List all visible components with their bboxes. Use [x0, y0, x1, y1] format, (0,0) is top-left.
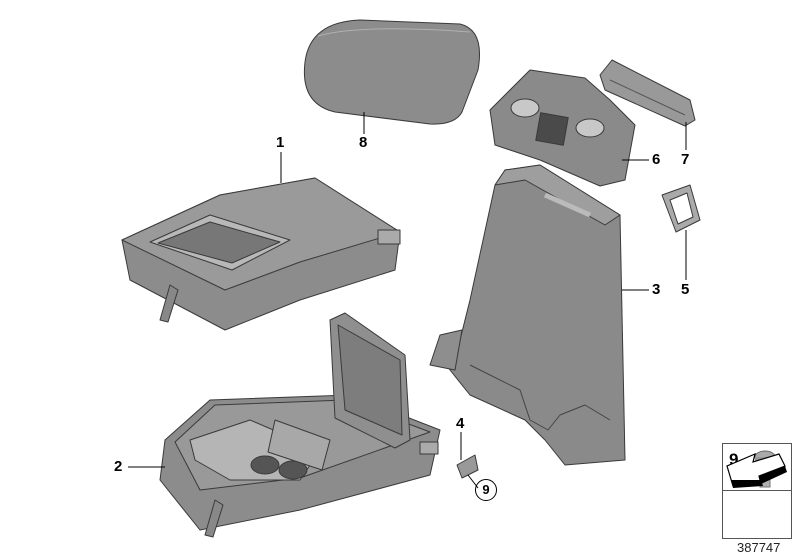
arrow-icon: [726, 452, 787, 488]
callout-2[interactable]: 2: [114, 458, 123, 475]
callout-7[interactable]: 7: [681, 151, 690, 168]
legend-part-number: 9: [729, 450, 739, 469]
callout-6[interactable]: 6: [652, 151, 661, 168]
part-8-cushion: [303, 19, 480, 125]
part-3-backrest: [439, 164, 626, 466]
part-4-clip: [456, 454, 479, 479]
callout-4[interactable]: 4: [456, 415, 465, 432]
callout-8[interactable]: 8: [359, 134, 368, 151]
callout-5[interactable]: 5: [681, 281, 690, 298]
diagram-id: 387747: [737, 540, 781, 555]
callout-1[interactable]: 1: [276, 134, 285, 151]
callout-3[interactable]: 3: [652, 281, 661, 298]
part-7-cover-strip: [599, 59, 696, 127]
callout-9-circled[interactable]: 9: [475, 479, 497, 501]
fastener-legend: 9: [722, 443, 792, 539]
leader-lines: [128, 112, 687, 489]
